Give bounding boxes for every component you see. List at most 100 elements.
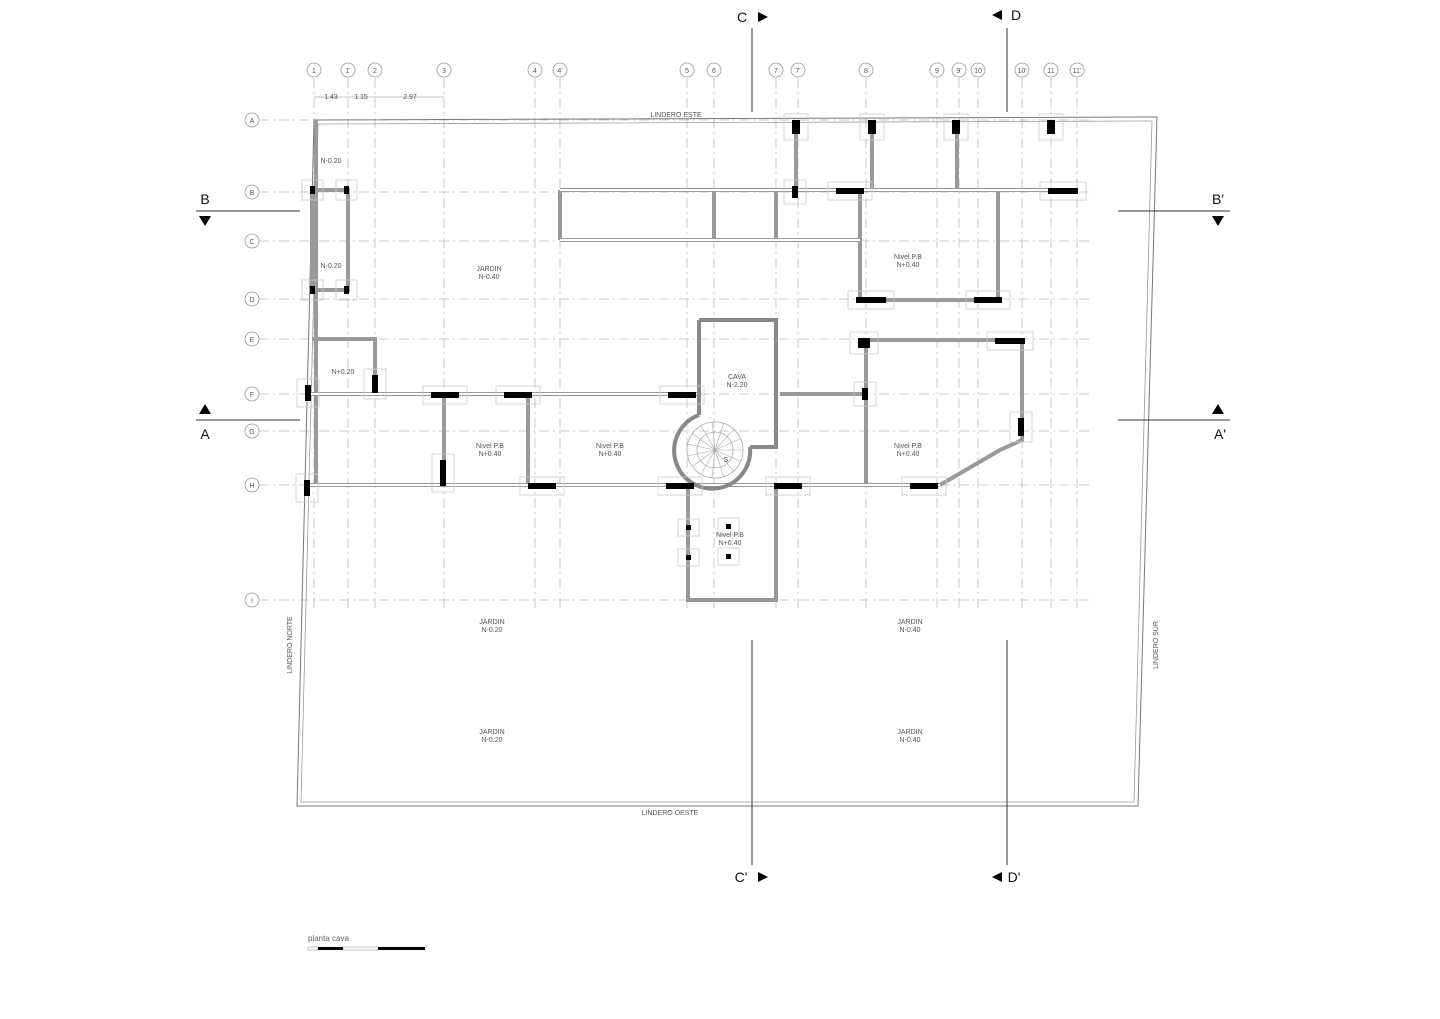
room-level: N-0.20 [320, 263, 341, 270]
footing [859, 113, 885, 141]
column [304, 480, 310, 496]
grid-bubble-column [970, 62, 986, 78]
boundary-label-bottom: LINDERO OESTE [642, 810, 699, 817]
dimension-chain: 1.43 1.15 2.97 [314, 94, 444, 101]
walls [308, 120, 1078, 602]
arrow-down-icon [1212, 216, 1224, 226]
grid-bubble-column [367, 62, 383, 78]
footing [1039, 181, 1087, 201]
column [310, 286, 315, 294]
grid-bubble-row [244, 331, 260, 347]
grid-bubble-column [706, 62, 722, 78]
room-name: Nivel P.B [894, 254, 922, 261]
arrow-left-icon [992, 872, 1002, 882]
grid-column-label: 11 [1047, 68, 1054, 75]
column [372, 375, 378, 393]
room-name: JARDIN [479, 619, 504, 626]
footing [296, 378, 320, 408]
grid-column-label: 10' [1017, 68, 1026, 75]
footing [827, 181, 873, 201]
grid-bubble-column [340, 62, 356, 78]
arrow-left-icon [992, 10, 1002, 20]
room-name: Nivel P.B [596, 443, 624, 450]
grid-bubble-column [1014, 62, 1030, 78]
footing [519, 476, 565, 496]
grid-bubble-column [1043, 62, 1059, 78]
column [995, 338, 1025, 344]
room-level: N-0.40 [899, 627, 920, 634]
grid-column-label: 1' [345, 68, 350, 75]
footing [295, 473, 319, 503]
footing [783, 179, 807, 205]
grid-column-label: 2 [373, 68, 377, 75]
column [344, 186, 349, 194]
footing [765, 476, 811, 496]
column [1018, 418, 1024, 436]
footing [717, 517, 740, 536]
grid-column-label: 9' [956, 68, 961, 75]
footing [363, 368, 387, 400]
room-name: Nivel P.B [716, 532, 744, 539]
grid-bubble-column [790, 62, 806, 78]
column [868, 120, 876, 134]
room-level: N-0.40 [478, 274, 499, 281]
columns [295, 113, 1087, 567]
footing [1038, 113, 1064, 141]
column [305, 385, 311, 401]
dimension-1: 1.43 [324, 94, 338, 101]
boundary-label-right: LINDERO SUR [1153, 621, 1160, 669]
room-level: N+0.20 [332, 369, 355, 376]
boundary-label-top: LINDERO ESTE [650, 112, 702, 119]
column [974, 297, 1002, 303]
room-name: JARDIN [476, 266, 501, 273]
column [440, 460, 446, 486]
column [668, 392, 696, 398]
footing [335, 179, 358, 201]
grid-column-label: 5 [685, 68, 689, 75]
footing [783, 113, 809, 141]
footing [422, 385, 468, 405]
grid-bubble-row [244, 291, 260, 307]
column [504, 392, 532, 398]
grid-row-label: D [249, 297, 254, 304]
grid-bubble-row [244, 477, 260, 493]
grid-column-label: 1 [312, 68, 316, 75]
arrow-right-icon [758, 12, 768, 22]
grid-row-label: H [249, 483, 254, 490]
footing [853, 381, 877, 407]
column [431, 392, 459, 398]
grid-bubble-column [951, 62, 967, 78]
grid-bubble-row [244, 423, 260, 439]
room-name: CAVA [728, 374, 746, 381]
section-c-top: C [737, 9, 747, 25]
column [344, 286, 349, 294]
column [952, 120, 960, 134]
footing [659, 385, 705, 405]
drawing-title: planta cava [308, 934, 349, 943]
column [686, 555, 691, 560]
room-name: JARDIN [479, 729, 504, 736]
column [792, 120, 800, 134]
grid-column-label: 9 [935, 68, 939, 75]
column [666, 483, 694, 489]
room-level: N-0.20 [481, 737, 502, 744]
column [774, 483, 802, 489]
footing [301, 279, 324, 301]
grid-column-label: 7' [795, 68, 800, 75]
grid-bubble-column [858, 62, 874, 78]
room-level: N+0.40 [599, 451, 622, 458]
grid-column-label: 11' [1073, 68, 1082, 75]
grid-row-label: G [249, 429, 254, 436]
grid-column-label: 4' [557, 68, 562, 75]
grid-column-label: 8 [864, 68, 868, 75]
room-level: N-0.20 [481, 627, 502, 634]
grid-bubble-column [527, 62, 543, 78]
section-c-bottom: C' [735, 869, 748, 885]
section-b-right: B' [1212, 191, 1224, 207]
grid-lines [259, 78, 1090, 610]
grid-column-label: 7 [774, 68, 778, 75]
footing [847, 290, 895, 310]
column [686, 525, 691, 530]
